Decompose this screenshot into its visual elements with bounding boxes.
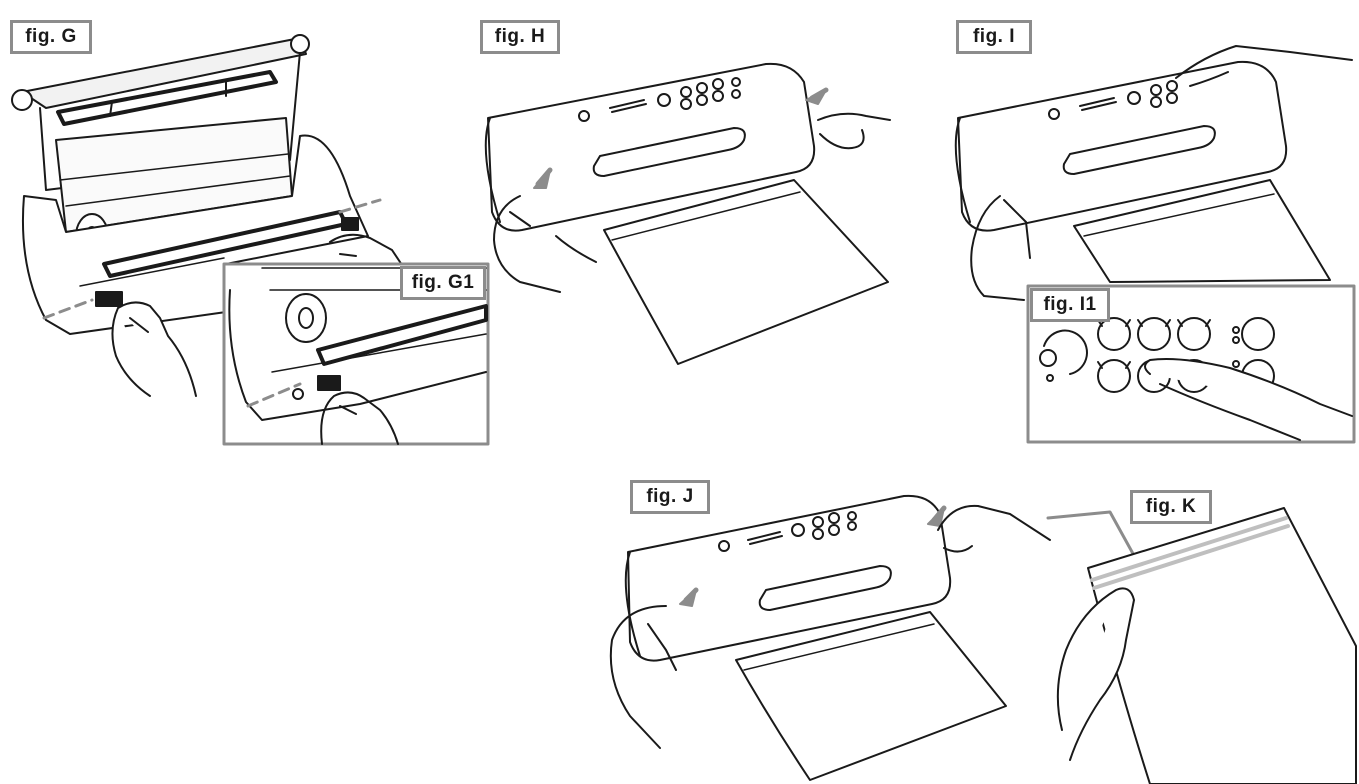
front-window (592, 127, 746, 177)
fig-h-label: fig. H (480, 20, 560, 54)
fig-j-label: fig. J (630, 480, 710, 514)
seal-bar-gasket-closeup (316, 304, 488, 366)
connector-line (1046, 510, 1144, 572)
fig-h-illustration (484, 62, 891, 365)
control-panel (578, 99, 647, 122)
hand-illustration (1144, 358, 1353, 441)
hand-illustration (493, 195, 597, 293)
sealer-side-closeup (228, 289, 487, 421)
front-window (758, 565, 892, 611)
front-window (1062, 125, 1216, 175)
control-dial (1043, 329, 1088, 375)
fig-g-illustration (11, 34, 405, 397)
bag-film (735, 611, 1007, 781)
hand-illustration (970, 195, 1031, 301)
fig-i-illustration (954, 45, 1353, 301)
hand-illustration (329, 233, 405, 269)
bag-film (1073, 179, 1331, 283)
fig-k-illustration (1056, 507, 1357, 784)
bag-film (603, 179, 889, 365)
sealed-bag (1087, 507, 1357, 784)
alignment-dash-right (338, 198, 382, 214)
fig-g1-label: fig. G1 (400, 266, 486, 300)
hand-illustration (609, 605, 677, 749)
fig-g-label: fig. G (10, 20, 92, 54)
fig-j-illustration (609, 494, 1051, 781)
sealer-body (957, 60, 1288, 232)
hand-illustration (817, 112, 891, 150)
hand-illustration (1175, 45, 1353, 87)
hand-illustration (1056, 587, 1135, 761)
fig-i1-label: fig. I1 (1030, 288, 1110, 322)
sealer-lid-open (21, 37, 307, 109)
hand-illustration (111, 301, 197, 397)
lid-gasket (56, 70, 278, 126)
hand-illustration (937, 504, 1051, 553)
sealer-body (487, 62, 816, 232)
sealer-base (21, 134, 369, 335)
fig-i-label: fig. I (956, 20, 1032, 54)
alignment-dash-closeup (246, 382, 302, 408)
alignment-dash-left (42, 298, 94, 320)
hand-illustration (320, 391, 399, 445)
fig-k-label: fig. K (1130, 490, 1212, 524)
fig-i1-inset (1026, 284, 1356, 444)
seal-line (1090, 516, 1290, 590)
